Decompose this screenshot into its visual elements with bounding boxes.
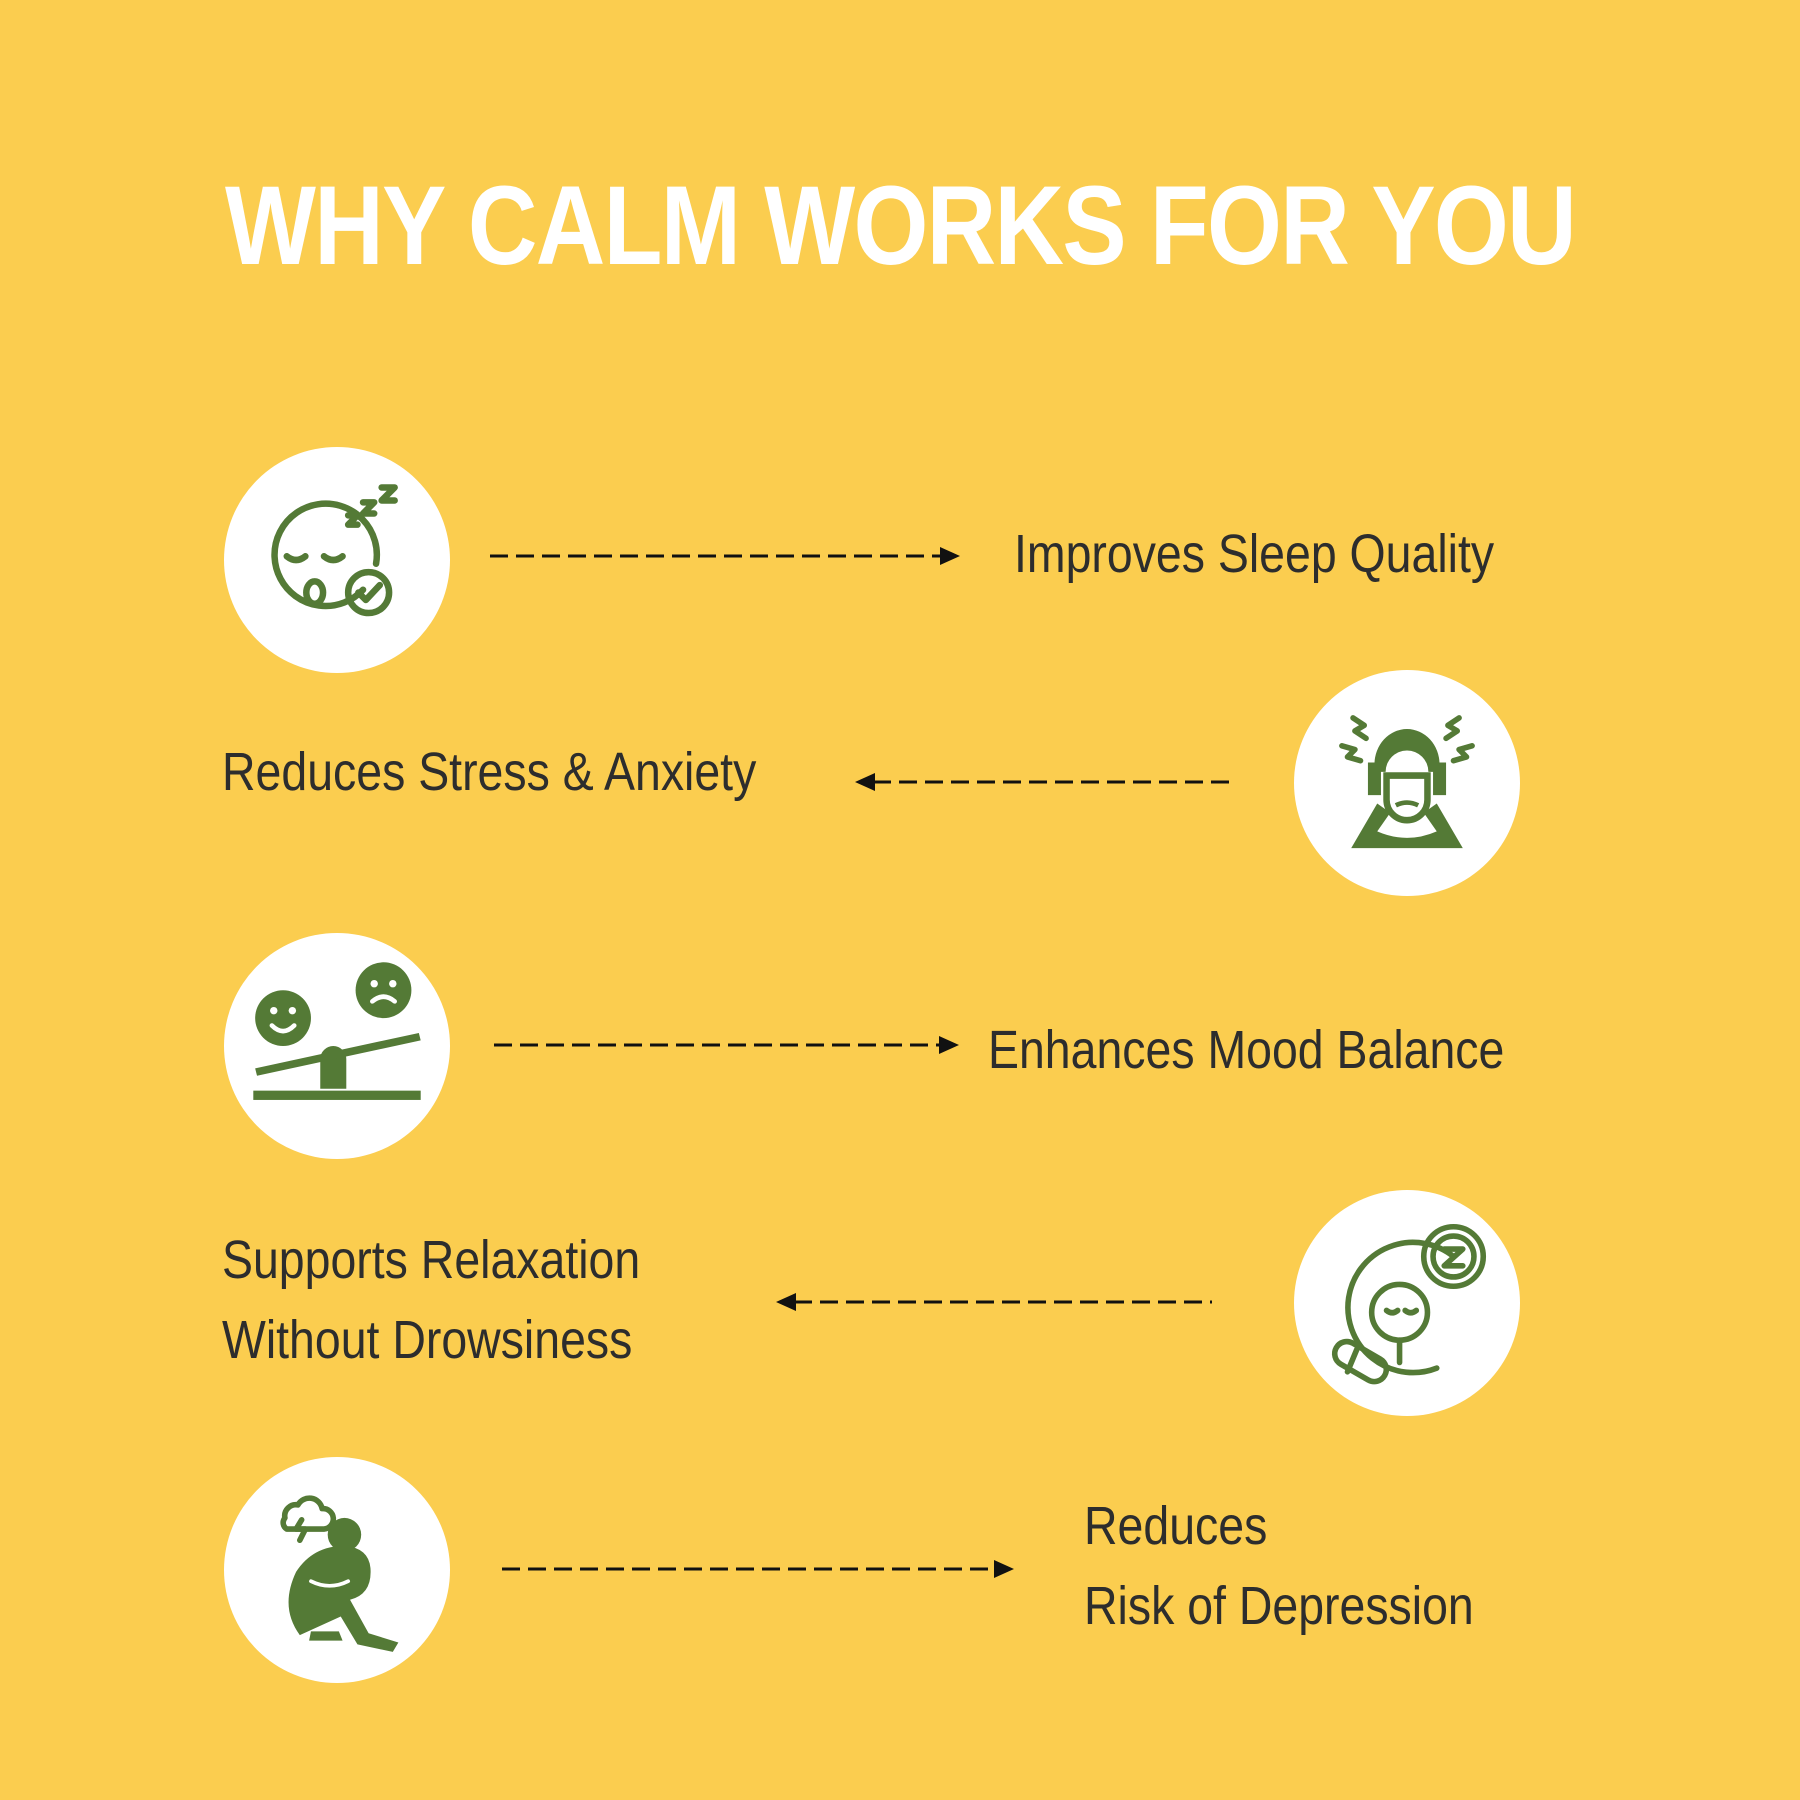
page-title: WHY CALM WORKS FOR YOU	[225, 163, 1577, 288]
benefit-5-icon-circle	[224, 1457, 450, 1683]
benefit-2-arrow-left	[855, 770, 1230, 794]
sad-person-sitting-icon	[280, 1495, 399, 1652]
benefit-1-arrow-right	[490, 544, 960, 568]
benefit-5-label: Reduces Risk of Depression	[1084, 1496, 1474, 1636]
benefit-4-icon-circle	[1294, 1190, 1520, 1416]
benefit-3-label: Enhances Mood Balance	[988, 1020, 1505, 1080]
benefit-3-icon-circle	[224, 933, 450, 1159]
relaxed-person-pill-icon	[1331, 1223, 1487, 1385]
benefit-2-label: Reduces Stress & Anxiety	[222, 742, 757, 802]
stressed-person-icon	[1339, 715, 1475, 849]
sleeping-face-check-icon	[271, 484, 398, 617]
benefit-1-label: Improves Sleep Quality	[1014, 524, 1495, 584]
benefit-4-label: Supports Relaxation Without Drowsiness	[222, 1230, 641, 1370]
benefit-2-icon-circle	[1294, 670, 1520, 896]
benefit-3-arrow-right	[494, 1033, 959, 1057]
mood-seesaw-icon	[253, 962, 421, 1100]
benefit-5-arrow-right	[502, 1557, 1014, 1581]
benefit-1-icon-circle	[224, 447, 450, 673]
benefit-4-arrow-left	[776, 1290, 1212, 1314]
